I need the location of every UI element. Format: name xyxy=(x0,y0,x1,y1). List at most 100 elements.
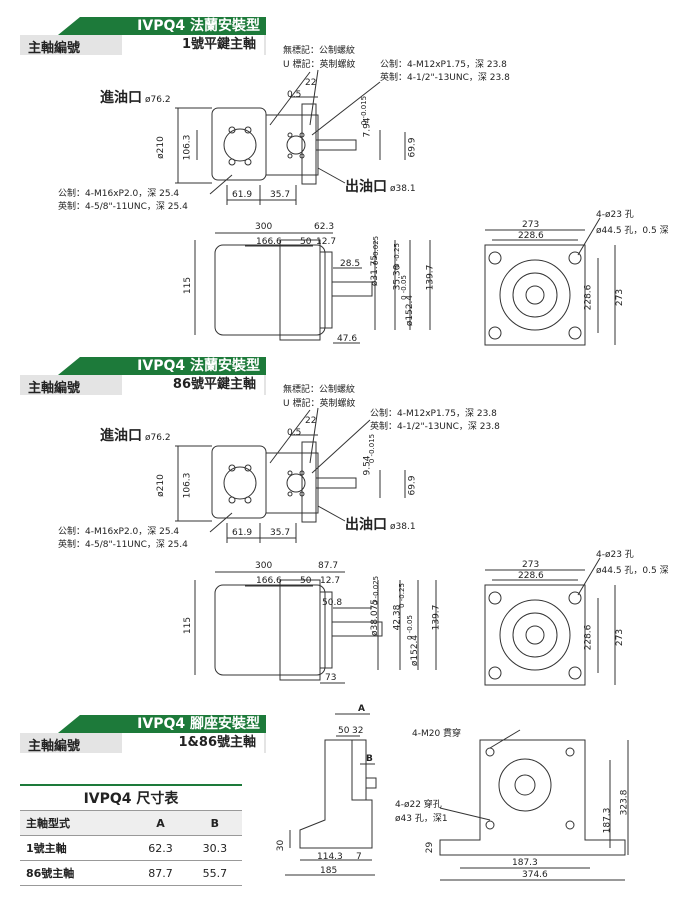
table-cell: 1號主軸 xyxy=(20,835,134,861)
dim-0-5: 0.5 xyxy=(287,428,302,438)
dim-323-8: 323.8 xyxy=(619,789,630,816)
table-row: 1號主軸 62.3 30.3 xyxy=(20,835,242,861)
dim-115: 115 xyxy=(183,276,194,295)
dim-106-3: 106.3 xyxy=(182,134,193,161)
dim-50: 50 xyxy=(338,726,350,736)
dim-len: 47.6 xyxy=(337,334,358,344)
hole-43: ø43 孔，深1 xyxy=(395,814,448,824)
table-header: B xyxy=(187,810,242,836)
dim-300: 300 xyxy=(255,561,273,571)
table-cell: 62.3 xyxy=(133,835,188,861)
inlet-inch-thread: 英制：4-5/8"-11UNC，深 25.4 xyxy=(58,202,188,212)
dim-69-9: 69.9 xyxy=(407,137,418,158)
dim-30: 30 xyxy=(276,839,287,852)
dim-228-6: 228.6 xyxy=(518,571,544,581)
spindle-no-value: 1號平鍵主軸 xyxy=(112,35,264,55)
table-row: 86號主軸 87.7 55.7 xyxy=(20,860,242,886)
dim-22: 22 xyxy=(305,416,317,426)
hole-44-5: ø44.5 孔，0.5 深 xyxy=(596,226,669,236)
dim-152-tol: 0 -0.05 xyxy=(399,275,408,300)
dim-139-7: 139.7 xyxy=(425,264,436,291)
dim-step: 50.8 xyxy=(322,598,343,608)
dim-22: 22 xyxy=(305,78,317,88)
table-title: IVPQ4 尺寸表 xyxy=(20,784,242,811)
spindle-no-label: 主軸編號 xyxy=(28,381,81,396)
dimension-table: IVPQ4 尺寸表 主軸型式 A B 1號主軸 62.3 30.3 86號主軸 … xyxy=(20,784,242,886)
dim-374-6: 374.6 xyxy=(522,870,548,880)
dim-210: ø210 xyxy=(155,136,166,159)
dim-12-7: 12.7 xyxy=(316,237,337,247)
dim-115: 115 xyxy=(183,616,194,635)
table-cell: 30.3 xyxy=(187,835,242,861)
dim-228-6-v: 228.6 xyxy=(583,624,594,651)
table-header-row: 主軸型式 A B xyxy=(20,810,242,836)
dim-166-6: 166.6 xyxy=(256,237,282,247)
hole-23: 4-ø23 孔 xyxy=(596,210,634,220)
dim-35-7: 35.7 xyxy=(270,528,291,538)
dim-shaft-tol: 0 -0.025 xyxy=(372,575,381,606)
dim-29: 29 xyxy=(425,841,436,854)
dim-139-7: 139.7 xyxy=(431,604,442,631)
table-cell: 86號主軸 xyxy=(20,860,134,886)
no-mark-note: 無標記：公制螺紋 xyxy=(283,46,356,56)
hole-44-5: ø44.5 孔，0.5 深 xyxy=(596,566,669,576)
dim-114-3: 114.3 xyxy=(317,852,343,862)
table-cell: 55.7 xyxy=(187,860,242,886)
dim-273: 273 xyxy=(522,220,540,230)
dim-300: 300 xyxy=(255,222,273,232)
dim-len: 73 xyxy=(325,673,337,683)
dim-273: 273 xyxy=(522,560,540,570)
outlet-metric-thread: 公制：4-M12xP1.75，深 23.8 xyxy=(370,409,497,419)
section-title: IVPQ4 腳座安裝型 xyxy=(58,715,266,733)
dim-69-9: 69.9 xyxy=(407,475,418,496)
dim-0-5: 0.5 xyxy=(287,90,302,100)
table-header: A xyxy=(133,810,188,836)
outlet-inch-thread: 英制：4-1/2"-13UNC，深 23.8 xyxy=(380,73,510,83)
dim-7: 7 xyxy=(356,852,362,862)
spindle-no-label: 主軸編號 xyxy=(28,41,81,56)
dim-35-7: 35.7 xyxy=(270,190,291,200)
dim-A: A xyxy=(358,704,365,714)
dim-185: 185 xyxy=(320,866,338,876)
dim-flange: 87.7 xyxy=(318,561,339,571)
dim-210: ø210 xyxy=(155,474,166,497)
dim-bore-tol: 0 -0.25 xyxy=(397,583,406,608)
dim-step: 28.5 xyxy=(340,259,361,269)
dim-228-6-v: 228.6 xyxy=(583,284,594,311)
dim-32: 32 xyxy=(352,726,364,736)
u-mark-note: U 標記：英制螺紋 xyxy=(283,399,356,409)
dim-166-6: 166.6 xyxy=(256,576,282,586)
inlet-metric-thread: 公制：4-M16xP2.0，深 25.4 xyxy=(58,527,180,537)
dim-106-3: 106.3 xyxy=(182,472,193,499)
dim-bore: 42.38 xyxy=(392,604,403,631)
spindle-no-value: 86號平鍵主軸 xyxy=(112,375,264,395)
section1-header: IVPQ4 法蘭安裝型 主軸編號 1號平鍵主軸 xyxy=(20,17,268,57)
inlet-metric-thread: 公制：4-M16xP2.0，深 25.4 xyxy=(58,189,180,199)
dim-50: 50 xyxy=(300,237,312,247)
dim-shaft-tol: 0 -0.025 xyxy=(372,235,381,266)
dim-B: B xyxy=(366,754,373,764)
table-header: 主軸型式 xyxy=(20,810,134,836)
outlet-inch-thread: 英制：4-1/2"-13UNC，深 23.8 xyxy=(370,422,500,432)
section3-header: IVPQ4 腳座安裝型 主軸編號 1&86號主軸 xyxy=(20,715,268,755)
dim-61-9: 61.9 xyxy=(232,190,253,200)
section2-header: IVPQ4 法蘭安裝型 主軸編號 86號平鍵主軸 xyxy=(20,357,268,397)
hole-23: 4-ø23 孔 xyxy=(596,550,634,560)
dim-152-tol: 0 -0.05 xyxy=(405,615,414,640)
dim-bore-tol: 0 -0.25 xyxy=(392,243,401,268)
dim-50: 50 xyxy=(300,576,312,586)
section-title: IVPQ4 法蘭安裝型 xyxy=(58,357,266,375)
dim-12-7: 12.7 xyxy=(320,576,341,586)
section-title: IVPQ4 法蘭安裝型 xyxy=(58,17,266,35)
dim-187-3-v: 187.3 xyxy=(602,807,613,834)
dim-228-6: 228.6 xyxy=(518,231,544,241)
dim-273-v: 273 xyxy=(615,628,626,647)
dim-273-v: 273 xyxy=(615,288,626,307)
m20-thread: 4-M20 貫穿 xyxy=(412,729,462,739)
no-mark-note: 無標記：公制螺紋 xyxy=(283,385,356,395)
dim-key-tol: 0 -0.015 xyxy=(368,433,377,464)
